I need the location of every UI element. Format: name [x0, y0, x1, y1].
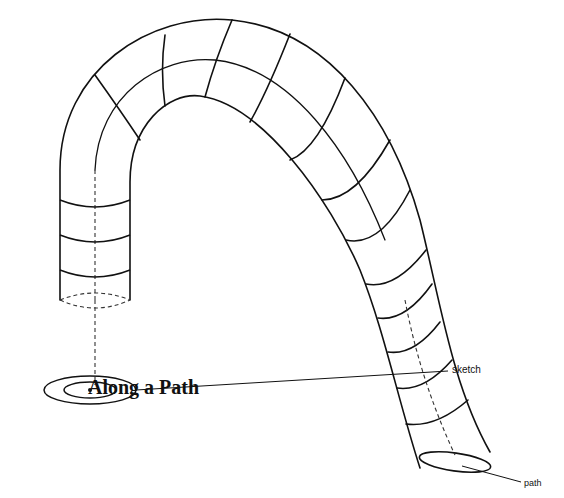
tube-ring [250, 34, 290, 122]
tube-ring [406, 400, 468, 425]
tube-ring [388, 322, 440, 352]
tube-back-contour [95, 60, 385, 240]
tube-hidden-line [405, 300, 455, 455]
tube-ring [397, 360, 452, 388]
tube-end-ring [418, 448, 492, 476]
leader-line [462, 466, 521, 482]
tube-hidden-line [94, 170, 95, 300]
part-label: sketch [452, 364, 481, 375]
diagram-title: Along a Path [88, 376, 199, 399]
tube-ring [346, 190, 410, 241]
tube-ring [95, 75, 140, 140]
path-drop-line [94, 300, 95, 385]
tube-ring [205, 20, 232, 97]
tube-ring [366, 250, 426, 285]
tube-ring [290, 78, 345, 160]
tube-ring [60, 235, 130, 242]
tube-outer-edge [60, 19, 490, 452]
tube-ring [163, 35, 166, 106]
tube-ring [322, 140, 390, 200]
tube-inner-edge [130, 96, 420, 468]
part-label: path [524, 478, 542, 488]
tube-ring [60, 200, 130, 207]
tube-ring [60, 270, 130, 277]
